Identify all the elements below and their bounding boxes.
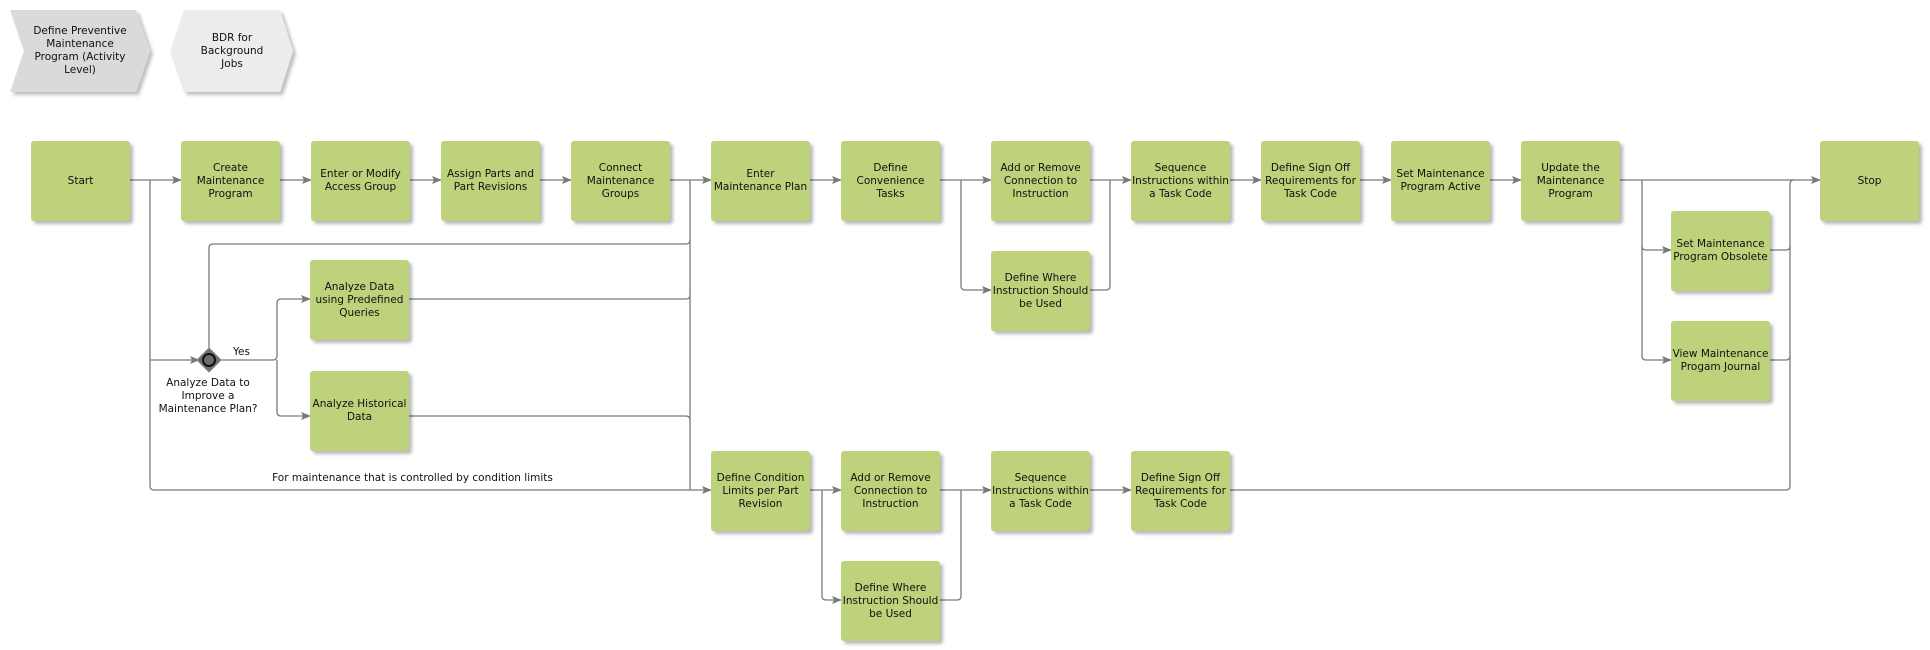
task-create-maintenance-program[interactable]: Create Maintenance Program	[181, 141, 280, 221]
task-define-condition-limits[interactable]: Define Condition Limits per Part Revisio…	[711, 451, 810, 531]
task-define-sign-off[interactable]: Define Sign Off Requirements for Task Co…	[1261, 141, 1360, 221]
task-connect-groups[interactable]: Connect Maintenance Groups	[571, 141, 670, 221]
task-sequence-instructions-condition[interactable]: Sequence Instructions within a Task Code	[991, 451, 1090, 531]
gateway-circle-icon	[202, 353, 216, 367]
activity-chevron	[10, 10, 150, 92]
task-set-active[interactable]: Set Maintenance Program Active	[1391, 141, 1490, 221]
task-define-where[interactable]: Define Where Instruction Should be Used	[991, 251, 1090, 331]
bdr-hexagon	[170, 10, 293, 92]
task-set-obsolete[interactable]: Set Maintenance Program Obsolete	[1671, 211, 1770, 291]
task-define-convenience[interactable]: Define Convenience Tasks	[841, 141, 940, 221]
task-analyze-predefined[interactable]: Analyze Data using Predefined Queries	[310, 260, 409, 340]
yes-label: Yes	[233, 346, 250, 358]
gateway-label: Analyze Data to Improve a Maintenance Pl…	[158, 377, 258, 415]
task-enter-plan[interactable]: Enter Maintenance Plan	[711, 141, 810, 221]
task-define-where-condition[interactable]: Define Where Instruction Should be Used	[841, 561, 940, 641]
task-assign-parts[interactable]: Assign Parts and Part Revisions	[441, 141, 540, 221]
task-view-journal[interactable]: View Maintenance Progam Journal	[1671, 321, 1770, 401]
task-analyze-historical[interactable]: Analyze Historical Data	[310, 371, 409, 451]
task-add-remove-connection-condition[interactable]: Add or Remove Connection to Instruction	[841, 451, 940, 531]
condition-note: For maintenance that is controlled by co…	[272, 472, 553, 484]
task-add-remove-connection[interactable]: Add or Remove Connection to Instruction	[991, 141, 1090, 221]
stop-event[interactable]: Stop	[1820, 141, 1919, 221]
start-event[interactable]: Start	[31, 141, 130, 221]
bdr-label[interactable]: BDR for Background Jobs	[200, 31, 264, 70]
task-update-program[interactable]: Update the Maintenance Program	[1521, 141, 1620, 221]
task-define-sign-off-condition[interactable]: Define Sign Off Requirements for Task Co…	[1131, 451, 1230, 531]
task-enter-access-group[interactable]: Enter or Modify Access Group	[311, 141, 410, 221]
activity-label: Define Preventive Maintenance Program (A…	[33, 25, 127, 76]
task-sequence-instructions[interactable]: Sequence Instructions within a Task Code	[1131, 141, 1230, 221]
